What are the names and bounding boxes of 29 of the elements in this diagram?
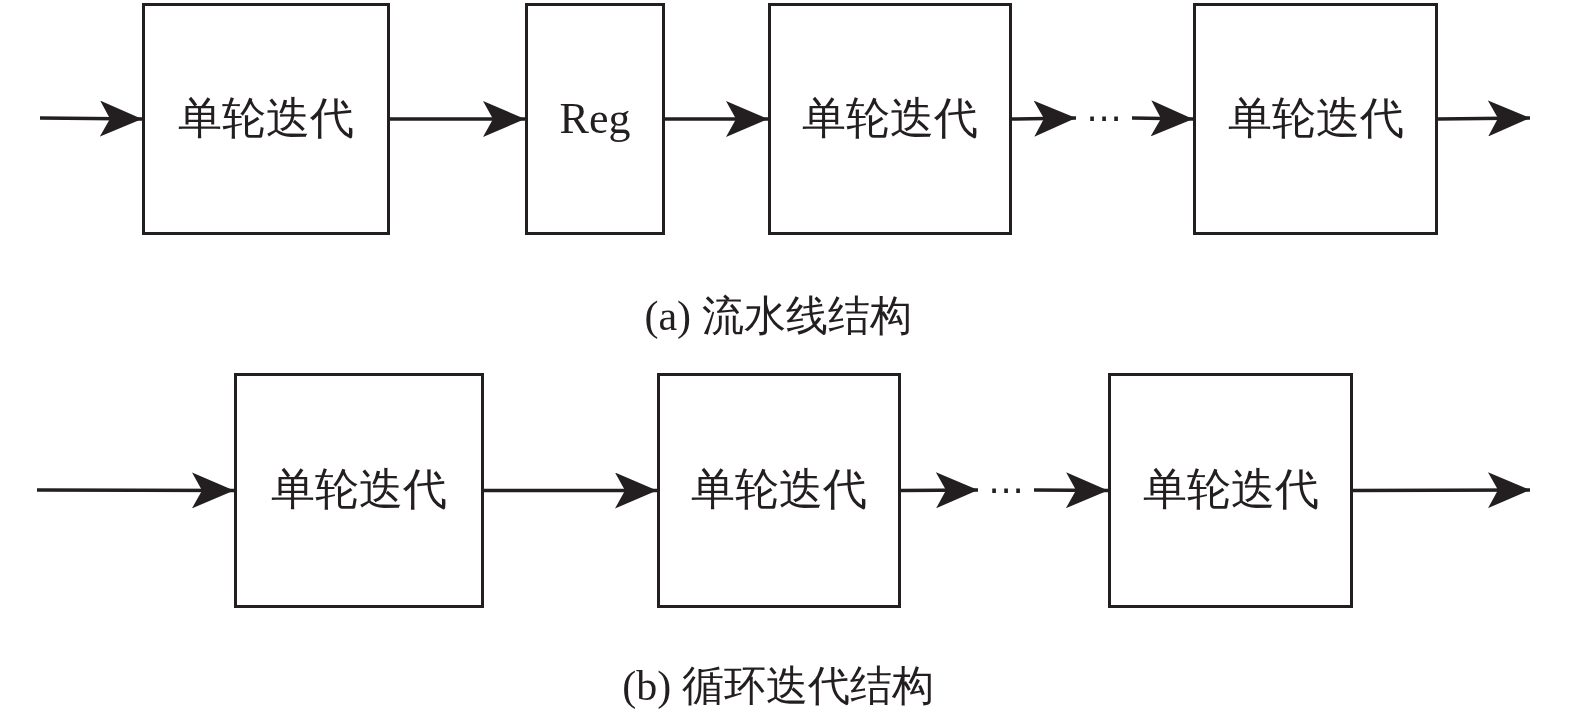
process-box: [768, 3, 1012, 235]
arrow: [901, 472, 978, 509]
block-label: Reg: [559, 94, 631, 144]
arrow: [484, 472, 657, 509]
process-box: [234, 373, 484, 608]
block-label: 单轮迭代: [271, 466, 447, 515]
arrow: [40, 100, 142, 137]
process-box: [525, 3, 665, 235]
block-label: 单轮迭代: [178, 94, 354, 144]
arrow: [1131, 100, 1194, 137]
arrow: [1438, 100, 1530, 137]
ellipsis-text: ⋯: [978, 468, 1034, 512]
process-box: [1193, 3, 1438, 235]
arrow: [665, 101, 768, 137]
block-label: 单轮迭代: [1227, 94, 1404, 144]
block-label: 单轮迭代: [691, 466, 867, 515]
arrow: [1353, 472, 1530, 509]
process-box: [657, 373, 901, 608]
figure-caption: (b) 循环迭代结构: [622, 662, 934, 711]
arrow: [1011, 100, 1077, 137]
ellipsis-text: ⋯: [1076, 96, 1132, 140]
process-box: [142, 3, 390, 235]
block-label: 单轮迭代: [1142, 466, 1319, 515]
block-label: 单轮迭代: [802, 94, 978, 144]
arrow: [37, 472, 234, 509]
arrow: [1034, 472, 1108, 509]
figure-caption: (a) 流水线结构: [644, 292, 912, 341]
process-box: [1108, 373, 1353, 608]
arrow: [390, 101, 525, 137]
